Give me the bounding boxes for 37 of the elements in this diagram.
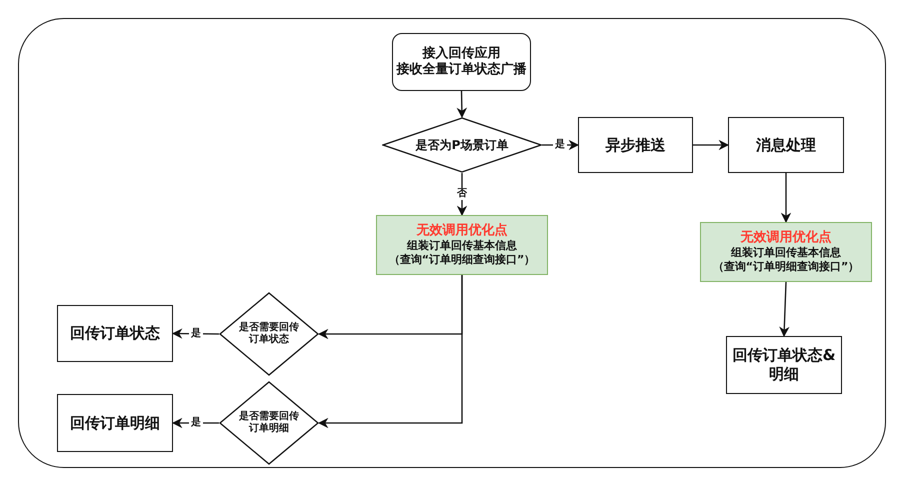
arrow [780,173,792,224]
node-label: 接入回传应用 [422,46,500,62]
highlight-box [700,222,872,282]
node-label: 是否需要回传订单明细 [238,410,300,436]
node-label: 组装订单回传基本信息 [407,239,517,254]
highlight-heading: 无效调用优化点 [740,230,832,246]
node-label: 回传订单状态&明细 [731,346,837,384]
node-label: 回传订单明细 [70,414,160,432]
edge-label: 是 [189,328,203,340]
node-label: 异步推送 [606,136,666,154]
node-label: （查询“订单明细查询接口”） [388,253,536,267]
highlight-heading: 无效调用优化点 [416,223,508,240]
decision-diamond [219,381,319,465]
arrow [172,328,219,339]
node-label: 是否需要回传订单状态 [238,322,300,346]
decision-diamond [219,292,319,376]
edge-label: 否 [455,188,469,200]
process-box [728,117,844,173]
arrow [779,282,790,338]
process-box [57,394,173,452]
node-label: 接收全量订单状态广播 [396,62,526,78]
process-box [726,336,842,394]
edge-label: 是 [553,139,567,151]
arrow [456,90,468,118]
start-box [392,33,531,91]
process-box [57,305,173,362]
node-label: 组装订单回传基本信息 [731,246,841,260]
node-label: 回传订单状态 [70,324,160,343]
node-label: 消息处理 [756,136,816,154]
node-label: （查询“订单明细查询接口”） [712,260,860,274]
arrow [318,275,463,428]
arrow [693,140,730,150]
highlight-box [376,215,548,275]
node-label: 是否为P场景订单 [416,138,508,152]
edge-label: 是 [189,417,203,429]
process-box [578,117,693,173]
decision-diamond [382,117,542,173]
